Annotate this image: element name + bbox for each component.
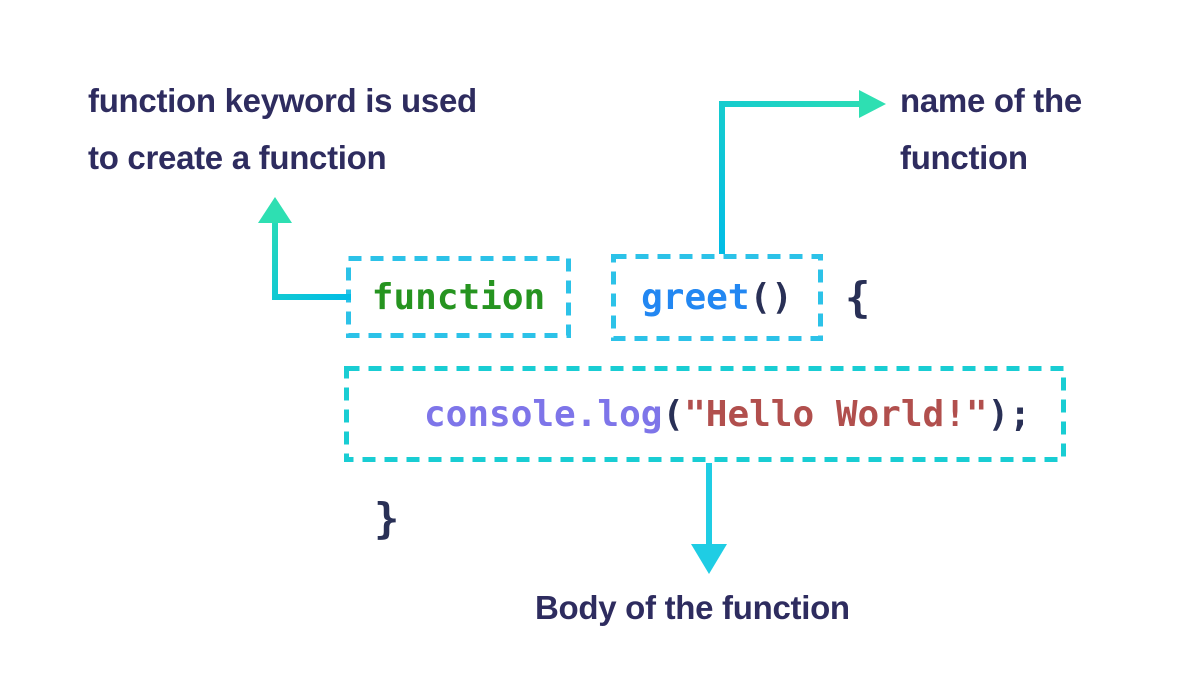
close-paren-semicolon-text: ); <box>987 393 1031 435</box>
arrow-head-down-icon <box>691 544 727 574</box>
keyword-note-line1: function keyword is used <box>88 82 477 119</box>
close-brace: } <box>374 493 400 543</box>
parentheses-text: () <box>749 277 793 318</box>
arrow-to-body-note <box>691 463 727 574</box>
open-brace: { <box>845 273 871 322</box>
name-note: name of the function <box>900 72 1082 186</box>
name-note-line1: name of the <box>900 82 1082 119</box>
arrow-to-keyword-note <box>258 197 351 300</box>
body-statement: console.log("Hello World!"); <box>346 368 1064 460</box>
keyword-text: function <box>371 276 546 318</box>
name-box: greet() <box>613 256 821 339</box>
keyword-note: function keyword is used to create a fun… <box>88 72 477 186</box>
string-literal-text: "Hello World!" <box>684 393 988 435</box>
arrow-line <box>719 101 860 254</box>
keyword-box: function <box>348 258 569 336</box>
name-note-line2: function <box>900 139 1028 176</box>
function-name-text: greet <box>641 277 750 318</box>
arrow-head-right-icon <box>859 90 886 118</box>
method-text: console.log <box>424 393 663 435</box>
open-paren-text: ( <box>662 393 685 435</box>
arrow-line <box>272 220 351 300</box>
arrow-head-up-icon <box>258 197 292 223</box>
body-note: Body of the function <box>535 589 850 626</box>
keyword-note-line2: to create a function <box>88 139 387 176</box>
arrow-to-name-note <box>719 90 886 254</box>
